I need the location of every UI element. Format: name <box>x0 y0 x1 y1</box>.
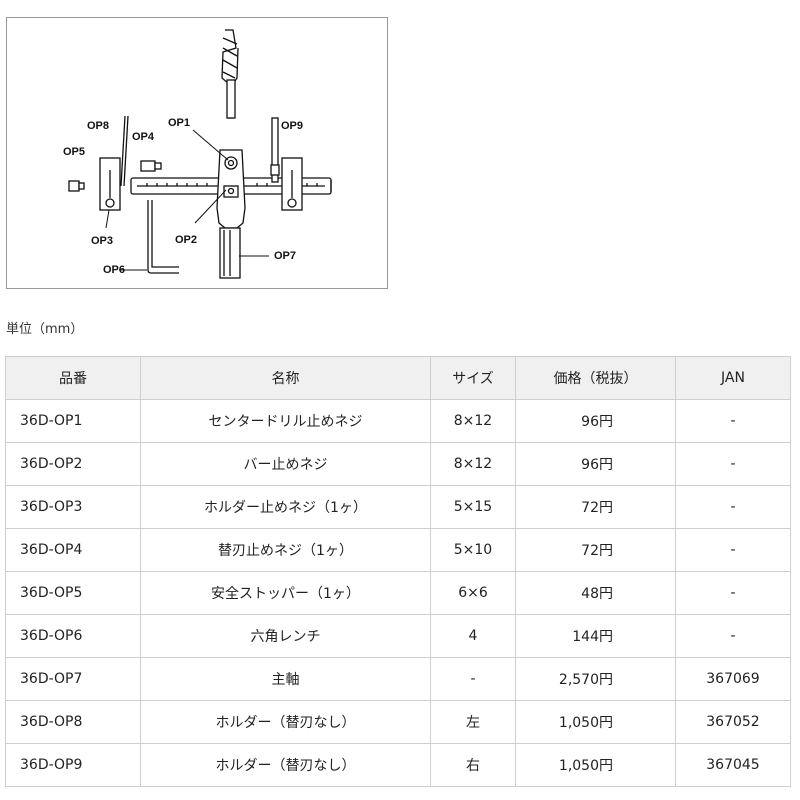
table-row: 36D-OP5 安全ストッパー（1ヶ） 6×6 48円 - <box>5 571 791 615</box>
cell-part-number: 36D-OP3 <box>5 485 141 529</box>
header-part-number: 品番 <box>5 356 141 400</box>
cell-name: センタードリル止めネジ <box>140 399 431 443</box>
cell-price: 96円 <box>515 442 676 486</box>
table-row: 36D-OP4 替刃止めネジ（1ヶ） 5×10 72円 - <box>5 528 791 572</box>
cell-jan: 367052 <box>675 700 791 744</box>
cell-price: 2,570円 <box>515 657 676 701</box>
cell-size: 6×6 <box>430 571 516 615</box>
cell-size: 8×12 <box>430 442 516 486</box>
table-row: 36D-OP2 バー止めネジ 8×12 96円 - <box>5 442 791 486</box>
cell-part-number: 36D-OP7 <box>5 657 141 701</box>
cell-jan: 367045 <box>675 743 791 787</box>
cell-name: ホルダー止めネジ（1ヶ） <box>140 485 431 529</box>
table-row: 36D-OP8 ホルダー（替刃なし） 左 1,050円 367052 <box>5 700 791 744</box>
cell-name: ホルダー（替刃なし） <box>140 743 431 787</box>
cell-size: 8×12 <box>430 399 516 443</box>
cell-jan: - <box>675 614 791 658</box>
right-holder-illustration <box>270 117 303 211</box>
cell-part-number: 36D-OP5 <box>5 571 141 615</box>
center-body-illustration <box>216 149 246 279</box>
header-price: 価格（税抜） <box>515 356 676 400</box>
label-op6: OP6 <box>103 264 125 276</box>
cell-jan: - <box>675 399 791 443</box>
header-size: サイズ <box>430 356 516 400</box>
table-row: 36D-OP7 主軸 - 2,570円 367069 <box>5 657 791 701</box>
label-op1: OP1 <box>168 117 190 129</box>
label-op8: OP8 <box>87 120 109 132</box>
cell-name: 替刃止めネジ（1ヶ） <box>140 528 431 572</box>
header-name: 名称 <box>140 356 431 400</box>
cell-price: 96円 <box>515 399 676 443</box>
unit-note: 単位（mm） <box>6 322 84 337</box>
cell-size: 4 <box>430 614 516 658</box>
cell-price: 1,050円 <box>515 743 676 787</box>
center-drill-illustration <box>221 29 239 119</box>
cell-part-number: 36D-OP6 <box>5 614 141 658</box>
parts-diagram: OP1 OP2 OP3 OP4 OP5 OP6 OP7 OP8 OP9 <box>6 17 388 289</box>
cell-price: 72円 <box>515 485 676 529</box>
parts-table: 品番 名称 サイズ 価格（税抜） JAN 36D-OP1 センタードリル止めネジ… <box>5 356 791 787</box>
table-row: 36D-OP1 センタードリル止めネジ 8×12 96円 - <box>5 399 791 443</box>
label-op2: OP2 <box>175 234 197 246</box>
table-header-row: 品番 名称 サイズ 価格（税抜） JAN <box>5 356 791 400</box>
cell-price: 48円 <box>515 571 676 615</box>
table-row: 36D-OP3 ホルダー止めネジ（1ヶ） 5×15 72円 - <box>5 485 791 529</box>
cell-size: 5×10 <box>430 528 516 572</box>
cell-price: 144円 <box>515 614 676 658</box>
cell-jan: 367069 <box>675 657 791 701</box>
cell-name: 主軸 <box>140 657 431 701</box>
left-holder-illustration <box>99 115 129 211</box>
parts-diagram-drawing: OP1 OP2 OP3 OP4 OP5 OP6 OP7 OP8 OP9 <box>63 29 332 279</box>
cell-name: ホルダー（替刃なし） <box>140 700 431 744</box>
small-parts-illustration <box>68 160 179 274</box>
cell-price: 72円 <box>515 528 676 572</box>
label-op5: OP5 <box>63 146 85 158</box>
cell-size: - <box>430 657 516 701</box>
cell-size: 左 <box>430 700 516 744</box>
cell-price: 1,050円 <box>515 700 676 744</box>
cell-name: 安全ストッパー（1ヶ） <box>140 571 431 615</box>
header-jan: JAN <box>675 356 791 400</box>
cell-jan: - <box>675 485 791 529</box>
cell-part-number: 36D-OP4 <box>5 528 141 572</box>
cell-name: バー止めネジ <box>140 442 431 486</box>
table-row: 36D-OP6 六角レンチ 4 144円 - <box>5 614 791 658</box>
cell-size: 5×15 <box>430 485 516 529</box>
cell-jan: - <box>675 442 791 486</box>
label-op3: OP3 <box>91 235 113 247</box>
cell-jan: - <box>675 571 791 615</box>
table-row: 36D-OP9 ホルダー（替刃なし） 右 1,050円 367045 <box>5 743 791 787</box>
leader-lines <box>105 129 269 271</box>
cell-name: 六角レンチ <box>140 614 431 658</box>
label-op7: OP7 <box>274 250 296 262</box>
cell-part-number: 36D-OP8 <box>5 700 141 744</box>
cell-part-number: 36D-OP1 <box>5 399 141 443</box>
cell-part-number: 36D-OP2 <box>5 442 141 486</box>
cell-part-number: 36D-OP9 <box>5 743 141 787</box>
label-op9: OP9 <box>281 120 303 132</box>
cell-size: 右 <box>430 743 516 787</box>
cell-jan: - <box>675 528 791 572</box>
label-op4: OP4 <box>132 131 155 143</box>
